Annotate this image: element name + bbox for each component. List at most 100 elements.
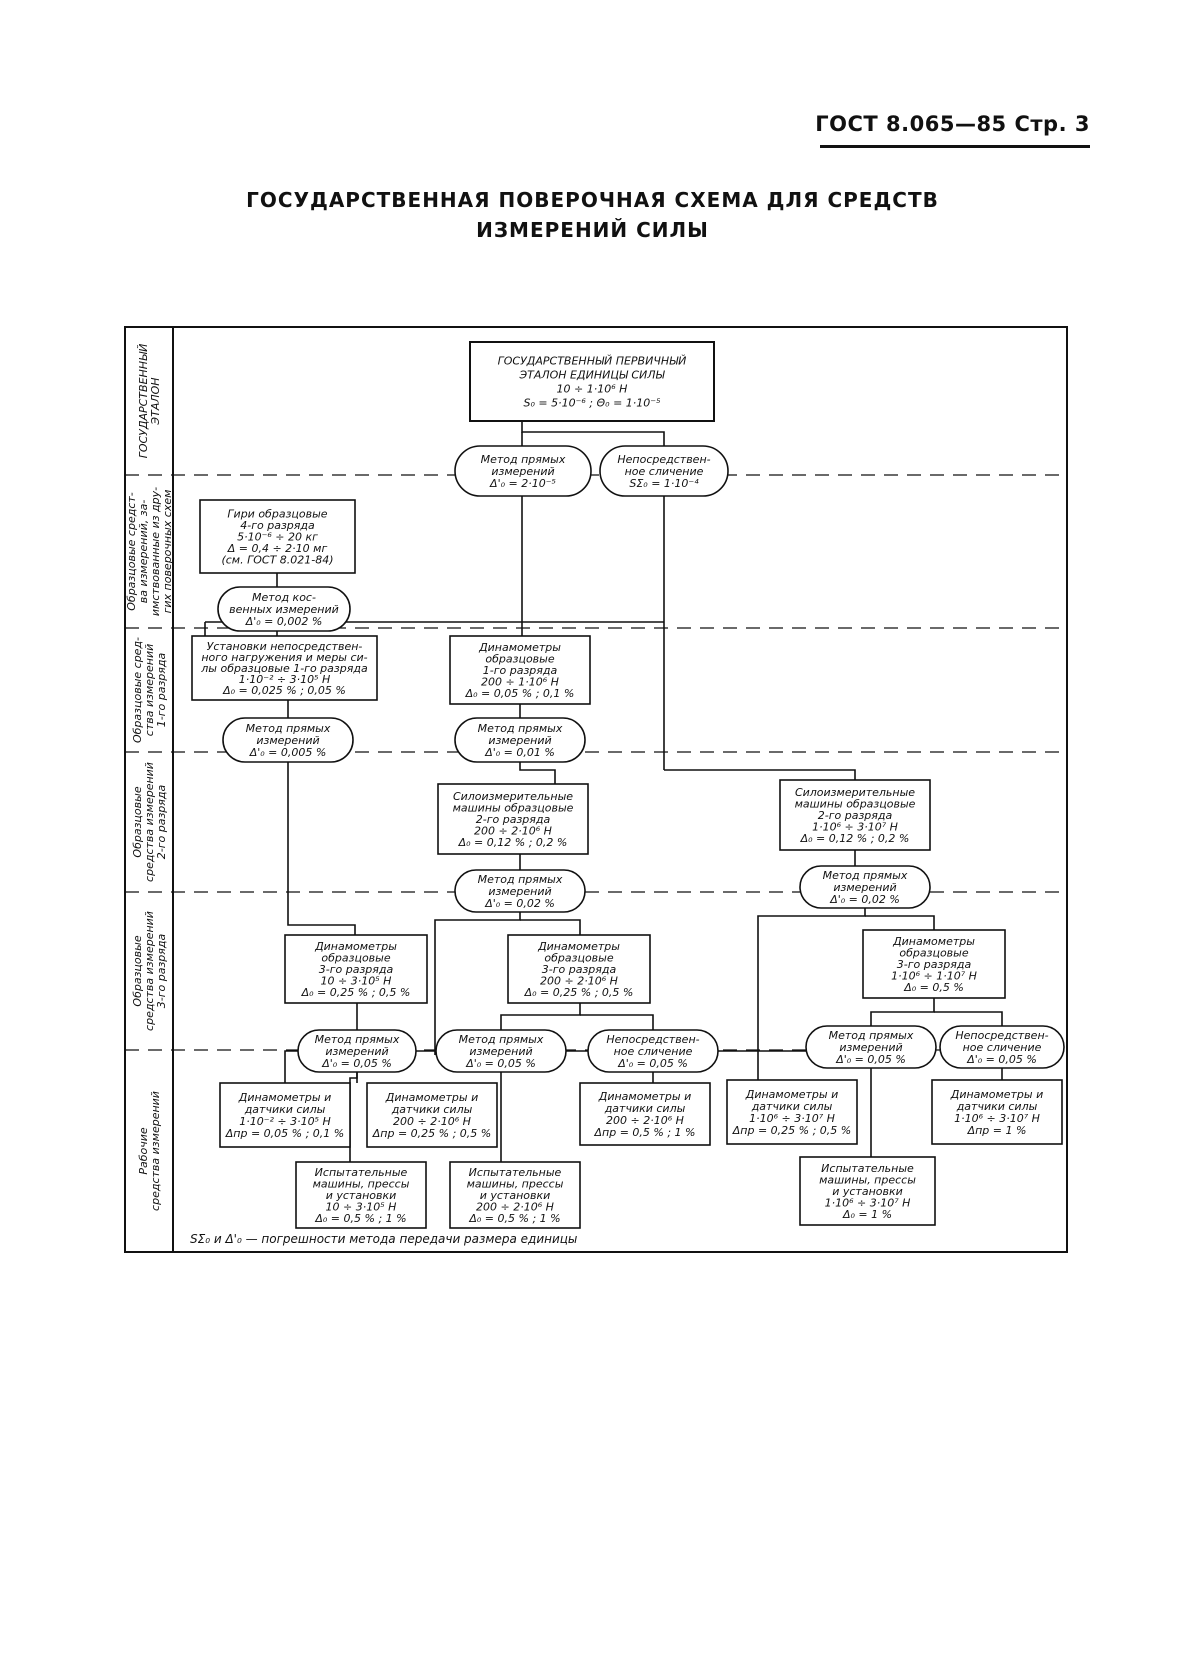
node-text-line: лы образцовые 1-го разряда xyxy=(200,662,368,675)
node-box xyxy=(507,934,651,1004)
node-text-line: 1·10⁶ ÷ 3·10⁷ Н xyxy=(954,1112,1040,1125)
node-text-line: 3-го разряда xyxy=(897,958,972,971)
method-oval xyxy=(454,869,586,913)
method-oval xyxy=(587,1029,719,1073)
node-text-line: 10 ÷ 3·10⁵ Н xyxy=(321,975,392,988)
node-text-line: ГОСУДАРСТВЕННЫЙ ПЕРВИЧНЫЙ xyxy=(498,355,687,368)
node-text-line: Метод прямых xyxy=(478,722,563,735)
row-label-line: Образцовые сред- xyxy=(131,637,144,743)
node-text-line: ного нагружения и меры си- xyxy=(201,651,367,664)
method-oval xyxy=(222,717,354,763)
node-box xyxy=(449,635,591,705)
connector-line xyxy=(434,912,521,1055)
node-box xyxy=(295,1161,427,1229)
node-text-line: Непосредствен- xyxy=(606,1033,699,1046)
node-text-line: 3-го разряда xyxy=(319,963,394,976)
node-text-line: Δ'₀ = 0,005 % xyxy=(249,746,327,759)
row-label-line: Рабочие xyxy=(137,1127,150,1175)
row-label-line: средства измерений xyxy=(149,1091,162,1211)
node-text-line: ное сличение xyxy=(614,1045,693,1058)
node-text-line: 1·10⁶ ÷ 1·10⁷ Н xyxy=(891,970,977,983)
node-text-line: ЭТАЛОН ЕДИНИЦЫ СИЛЫ xyxy=(518,369,665,382)
node-text-line: Метод прямых xyxy=(829,1029,914,1042)
connector-line xyxy=(287,762,356,935)
node-text-line: SΣ₀ = 1·10⁻⁴ xyxy=(629,477,699,490)
node-text-line: (см. ГОСТ 8.021-84) xyxy=(221,554,333,567)
node-text-line: Δ₀ = 1 % xyxy=(842,1208,892,1221)
node-text-line: 1·10⁻² ÷ 3·10⁵ Н xyxy=(239,673,331,686)
connector-line xyxy=(519,762,556,784)
connector-line xyxy=(520,919,581,935)
node-text-line: Δпр = 0,05 % ; 0,1 % xyxy=(225,1127,345,1140)
footnote: SΣ₀ и Δ'₀ — погрешности метода передачи … xyxy=(190,1232,577,1246)
node-text-line: датчики силы xyxy=(244,1103,326,1116)
method-oval xyxy=(217,586,351,632)
node-text-line: Δ₀ = 0,5 % ; 1 % xyxy=(314,1212,406,1225)
row-label-line: ства измерений xyxy=(143,644,156,736)
node-text-line: Δ'₀ = 0,05 % xyxy=(617,1057,688,1070)
node-text-line: Δ'₀ = 0,05 % xyxy=(321,1057,392,1070)
node-text-line: 200 ÷ 2·10⁶ Н xyxy=(393,1115,471,1128)
method-oval xyxy=(435,1029,567,1073)
node-text-line: Метод прямых xyxy=(459,1033,544,1046)
node-text-line: ное сличение xyxy=(625,465,704,478)
node-text-line: машины, прессы xyxy=(467,1178,564,1191)
node-text-line: машины, прессы xyxy=(313,1178,410,1191)
node-text-line: образцовые xyxy=(899,947,968,960)
row-label-line: имствованные из дру- xyxy=(149,487,162,616)
node-text-line: датчики силы xyxy=(604,1102,686,1115)
row-label-line: ГОСУДАРСТВЕННЫЙ xyxy=(137,344,150,459)
node-text-line: Динамометры и xyxy=(950,1088,1044,1101)
row-label-line: ва измерений, за- xyxy=(137,500,150,604)
node-text-line: образцовые xyxy=(485,653,554,666)
node-text-line: Δ'₀ = 0,01 % xyxy=(484,746,555,759)
connector-line xyxy=(664,769,856,780)
node-installations-1: Установки непосредствен-ного нагружения … xyxy=(191,635,378,701)
node-text-line: Силоизмерительные xyxy=(453,790,573,803)
row-label-line: 1-го разряда xyxy=(155,652,168,727)
scheme-title-line-1: ГОСУДАРСТВЕННАЯ ПОВЕРОЧНАЯ СХЕМА ДЛЯ СРЕ… xyxy=(246,188,939,212)
node-text-line: S₀ = 5·10⁻⁶ ; Θ₀ = 1·10⁻⁵ xyxy=(524,397,661,410)
node-text-line: 10 ÷ 3·10⁵ Н xyxy=(326,1201,397,1214)
node-box xyxy=(469,341,715,422)
node-text-line: Δ'₀ = 0,02 % xyxy=(829,893,900,906)
row-label-line: средства измерений xyxy=(143,911,156,1031)
node-box xyxy=(366,1082,498,1148)
page-header: ГОСТ 8.065—85 Стр. 3 xyxy=(815,112,1090,136)
node-text-line: машины образцовые xyxy=(453,802,574,815)
node-text-line: измерений xyxy=(469,1045,532,1058)
method-oval xyxy=(454,717,586,763)
node-text-line: машины образцовые xyxy=(795,798,916,811)
node-text-line: Метод прямых xyxy=(823,869,908,882)
node-text-line: 1·10⁶ ÷ 3·10⁷ Н xyxy=(812,821,898,834)
method-oval xyxy=(939,1025,1065,1069)
node-text-line: Непосредствен- xyxy=(955,1029,1048,1042)
node-text-line: 1·10⁶ ÷ 3·10⁷ Н xyxy=(749,1112,835,1125)
node-text-line: Метод прямых xyxy=(315,1033,400,1046)
node-text-line: Динамометры xyxy=(314,940,397,953)
node-box xyxy=(931,1079,1063,1145)
node-text-line: 5·10⁻⁶ ÷ 20 кг xyxy=(237,531,318,544)
node-text-line: Δпр = 0,25 % ; 0,5 % xyxy=(732,1124,852,1137)
node-text-line: Динамометры и xyxy=(745,1088,839,1101)
node-text-line: Δ₀ = 0,25 % ; 0,5 % xyxy=(301,986,411,999)
node-text-line: Испытательные xyxy=(469,1166,562,1179)
scheme-frame xyxy=(124,326,1068,1253)
node-text-line: Δ₀ = 0,05 % ; 0,1 % xyxy=(465,687,575,700)
node-text-line: 2-го разряда xyxy=(818,809,893,822)
